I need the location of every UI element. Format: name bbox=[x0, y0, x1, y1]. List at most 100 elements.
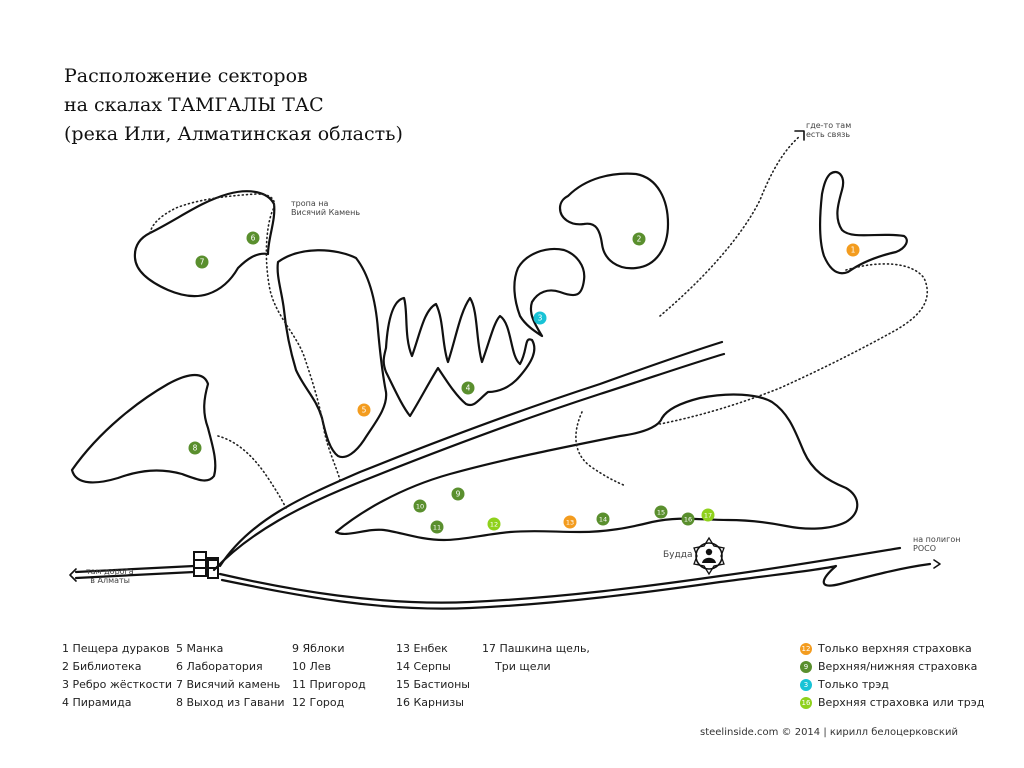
sector-marker-number: 14 bbox=[599, 515, 607, 523]
legend-item: 17 Пашкина щель, bbox=[482, 642, 590, 655]
buddha-label: Будда bbox=[663, 550, 693, 560]
legend-item: 16 Карнизы bbox=[396, 696, 464, 709]
sector-marker-number: 6 bbox=[251, 233, 256, 242]
key-row: 3 Только трэд bbox=[800, 676, 984, 694]
credit-line: steelinside.com © 2014 | кирилл белоцерк… bbox=[700, 727, 958, 738]
rock-outline bbox=[558, 172, 670, 270]
sector-marker-dot bbox=[596, 512, 610, 526]
sector-marker-number: 2 bbox=[637, 234, 642, 243]
legend-item: 3 Ребро жёсткости bbox=[62, 678, 172, 691]
road-note: там дорога в Алматы bbox=[86, 567, 134, 585]
note-line: там дорога bbox=[86, 567, 134, 576]
sector-marker-16: 16 bbox=[681, 512, 695, 526]
main-road bbox=[218, 340, 724, 568]
legend-item: 15 Бастионы bbox=[396, 678, 470, 691]
trail bbox=[659, 263, 929, 425]
sector-marker-6: 6 bbox=[246, 231, 260, 245]
map-title: Расположение секторов на скалах ТАМГАЛЫ … bbox=[64, 62, 484, 149]
title-line: (река Или, Алматинская область) bbox=[64, 123, 403, 145]
sector-marker-number: 11 bbox=[433, 523, 441, 531]
arrow-right-icon bbox=[933, 559, 941, 569]
sector-legend-col4: 13 Енбек 14 Серпы 15 Бастионы 16 Карнизы bbox=[396, 640, 470, 712]
sector-marker-number: 8 bbox=[193, 443, 198, 452]
legend-item: 4 Пирамида bbox=[62, 696, 132, 709]
sector-marker-4: 4 bbox=[461, 381, 475, 395]
key-label: Только трэд bbox=[818, 678, 889, 691]
trail bbox=[149, 193, 341, 481]
key-row: 9 Верхняя/нижняя страховка bbox=[800, 658, 984, 676]
trail-note: тропа на Висячий Камень bbox=[291, 199, 360, 217]
legend-item: 2 Библиотека bbox=[62, 660, 142, 673]
sector-marker-dot bbox=[461, 381, 475, 395]
rock-outline bbox=[513, 247, 586, 338]
rock-outline bbox=[382, 296, 536, 418]
legend-item: 12 Город bbox=[292, 696, 345, 709]
sector-marker-dot bbox=[357, 403, 371, 417]
legend-item: 14 Серпы bbox=[396, 660, 451, 673]
road-to-almaty bbox=[74, 570, 196, 580]
sector-marker-15: 15 bbox=[654, 505, 668, 519]
note-line: в Алматы bbox=[90, 576, 130, 585]
sector-marker-dot bbox=[632, 232, 646, 246]
legend-item: 10 Лев bbox=[292, 660, 332, 673]
rock-outline bbox=[334, 393, 859, 542]
trail bbox=[659, 135, 801, 317]
sector-marker-number: 16 bbox=[684, 515, 692, 523]
sector-legend-col2: 5 Манка 6 Лаборатория 7 Висячий камень 8… bbox=[176, 640, 285, 712]
note-line: тропа на bbox=[291, 199, 329, 208]
key-label: Только верхняя страховка bbox=[818, 642, 972, 655]
legend-item: 9 Яблоки bbox=[292, 642, 345, 655]
sector-marker-number: 12 bbox=[490, 520, 498, 528]
rock-outline bbox=[133, 190, 276, 298]
sector-marker-10: 10 bbox=[413, 499, 427, 513]
sector-marker-dot bbox=[487, 517, 501, 531]
sector-marker-1: 1 bbox=[846, 243, 860, 257]
note-line: Висячий Камень bbox=[291, 208, 361, 217]
main-road bbox=[212, 352, 726, 572]
key-row: 16 Верхняя страховка или трэд bbox=[800, 694, 984, 712]
sector-marker-3: 3 bbox=[533, 311, 547, 325]
note-line: есть связь bbox=[806, 130, 851, 139]
title-line: Расположение секторов bbox=[64, 65, 308, 87]
note-line: на полигон bbox=[913, 535, 961, 544]
sector-marker-dot bbox=[701, 508, 715, 522]
polygon-note: на полигон РОСО bbox=[913, 535, 960, 553]
legend-item: 8 Выход из Гавани bbox=[176, 696, 285, 709]
lower-road bbox=[220, 562, 932, 610]
sector-marker-dot bbox=[681, 512, 695, 526]
key-dot: 3 bbox=[800, 679, 812, 691]
legend-item: 11 Пригород bbox=[292, 678, 366, 691]
trail bbox=[217, 435, 287, 509]
sector-marker-number: 9 bbox=[456, 489, 461, 498]
buddha-icon bbox=[693, 536, 725, 576]
sector-marker-2: 2 bbox=[632, 232, 646, 246]
sector-marker-number: 3 bbox=[538, 313, 543, 322]
sector-legend-col3: 9 Яблоки 10 Лев 11 Пригород 12 Город bbox=[292, 640, 366, 712]
sector-marker-12: 12 bbox=[487, 517, 501, 531]
sector-marker-8: 8 bbox=[188, 441, 202, 455]
legend-item: 1 Пещера дураков bbox=[62, 642, 170, 655]
legend-item: Три щели bbox=[495, 660, 551, 673]
sector-marker-dot bbox=[430, 520, 444, 534]
sector-legend-col1: 1 Пещера дураков 2 Библиотека 3 Ребро жё… bbox=[62, 640, 172, 712]
sector-marker-number: 15 bbox=[657, 508, 665, 516]
sector-marker-number: 7 bbox=[200, 257, 205, 266]
legend-item: 6 Лаборатория bbox=[176, 660, 263, 673]
arrow-up-right-icon bbox=[794, 130, 805, 141]
sector-marker-dot bbox=[451, 487, 465, 501]
color-key: 12 Только верхняя страховка 9 Верхняя/ни… bbox=[800, 640, 984, 712]
sector-marker-dot bbox=[533, 311, 547, 325]
key-dot: 12 bbox=[800, 643, 812, 655]
sector-legend-col5: 17 Пашкина щель, Три щели bbox=[482, 640, 590, 676]
legend-item: 13 Енбек bbox=[396, 642, 448, 655]
sector-marker-number: 4 bbox=[466, 383, 471, 392]
sector-marker-number: 1 bbox=[851, 245, 856, 254]
sector-marker-dot bbox=[846, 243, 860, 257]
title-line: на скалах ТАМГАЛЫ ТАС bbox=[64, 94, 324, 116]
sector-marker-5: 5 bbox=[357, 403, 371, 417]
sector-marker-14: 14 bbox=[596, 512, 610, 526]
key-label: Верхняя/нижняя страховка bbox=[818, 660, 978, 673]
sector-marker-dot bbox=[654, 505, 668, 519]
